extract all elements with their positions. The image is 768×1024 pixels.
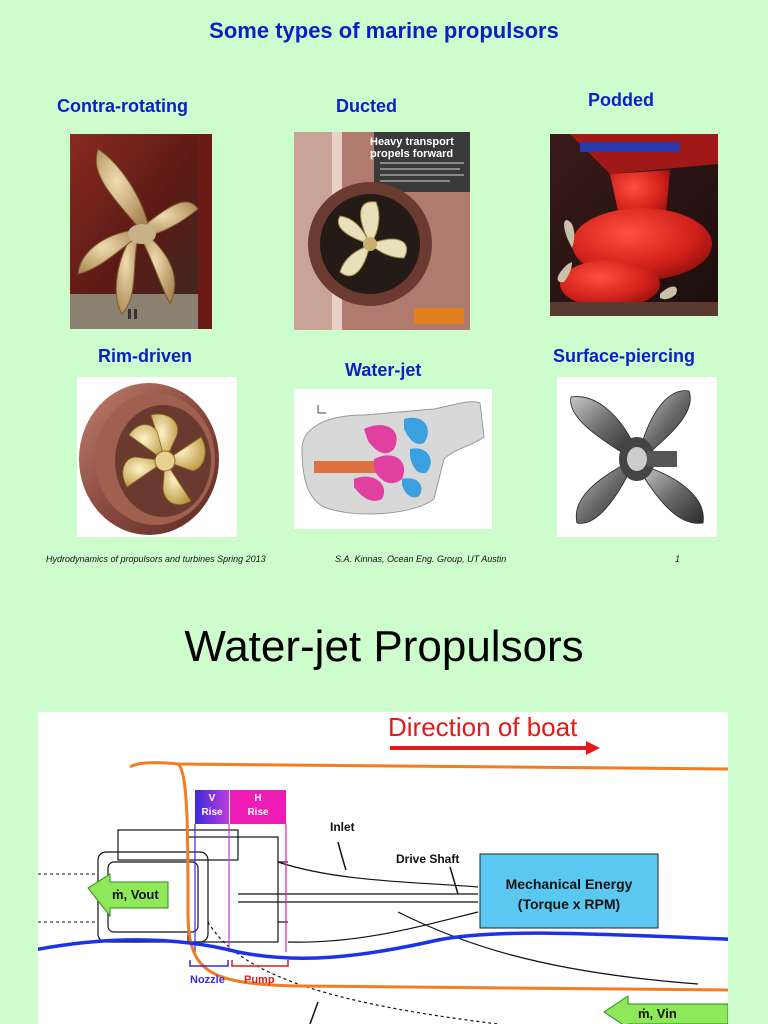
nozzle-bracket <box>189 960 229 967</box>
h-rise-label: H Rise <box>230 792 286 820</box>
v-rise-label-line2: Rise <box>201 807 223 818</box>
mechanical-energy-label: Mechanical Energy (Torque x RPM) <box>480 874 658 914</box>
slide2-title: Water-jet Propulsors <box>184 622 584 671</box>
pump-label: Pump <box>244 974 275 986</box>
outflow-label: ṁ, Vout <box>112 887 159 902</box>
inlet-pointer <box>337 841 347 871</box>
h-rise-label-line2: Rise <box>247 807 269 818</box>
pump-bracket <box>231 960 289 967</box>
slide-title: Some types of marine propulsors <box>209 18 559 43</box>
mechanical-energy-line1: Mechanical Energy <box>505 876 633 892</box>
drive-shaft-label: Drive Shaft <box>396 852 460 866</box>
v-rise-box <box>195 790 229 824</box>
footer-page-number: 1 <box>675 554 681 564</box>
v-rise-label-line1: V <box>208 793 216 804</box>
mechanical-energy-box <box>479 853 659 929</box>
footer-course: Hydrodynamics of propulsors and turbines… <box>46 554 266 564</box>
ducted-photo-headline-line2: propels forward <box>370 148 454 160</box>
inflow-arrow <box>603 995 728 1024</box>
waterline <box>38 931 728 960</box>
nozzle-label: Nozzle <box>190 974 225 986</box>
outflow-arrow <box>87 873 169 918</box>
surface-piercing-photo <box>557 377 717 537</box>
water-jet-photo <box>294 389 492 529</box>
h-rise-label-line1: H <box>254 793 262 804</box>
podded-photo <box>550 134 718 316</box>
direction-label: Direction of boat <box>388 712 578 742</box>
ducted-photo-headline: Heavy transport propels forward <box>370 136 466 160</box>
mechanical-energy-line2: (Torque x RPM) <box>517 896 621 912</box>
v-rise-label: V Rise <box>195 792 229 820</box>
contra-rotating-photo <box>70 134 212 329</box>
waterjet-machinery <box>97 829 699 1024</box>
label-surface-piercing: Surface-piercing <box>553 346 696 366</box>
label-water-jet: Water-jet <box>345 360 422 380</box>
inflow-label: ṁ, Vin <box>638 1006 677 1021</box>
inlet-label: Inlet <box>330 820 355 834</box>
upper-streamline <box>129 761 728 771</box>
direction-arrow-head <box>586 741 600 755</box>
label-podded: Podded <box>588 90 654 110</box>
h-rise-box <box>230 790 286 824</box>
label-ducted: Ducted <box>336 96 398 116</box>
rim-driven-photo <box>77 377 237 537</box>
ducted-photo: Heavy transport propels forward <box>294 132 470 330</box>
label-contra-rotating: Contra-rotating <box>57 96 188 116</box>
footer-author: S.A. Kinnas, Ocean Eng. Group, UT Austin <box>335 554 507 564</box>
lower-streamline <box>176 762 728 992</box>
label-rim-driven: Rim-driven <box>98 346 193 366</box>
drive-shaft-pointer <box>449 866 459 895</box>
water-jet-diagram: Direction of boat V Rise H Rise Inlet Dr… <box>38 712 728 1024</box>
ducted-photo-headline-line1: Heavy transport <box>370 136 454 148</box>
